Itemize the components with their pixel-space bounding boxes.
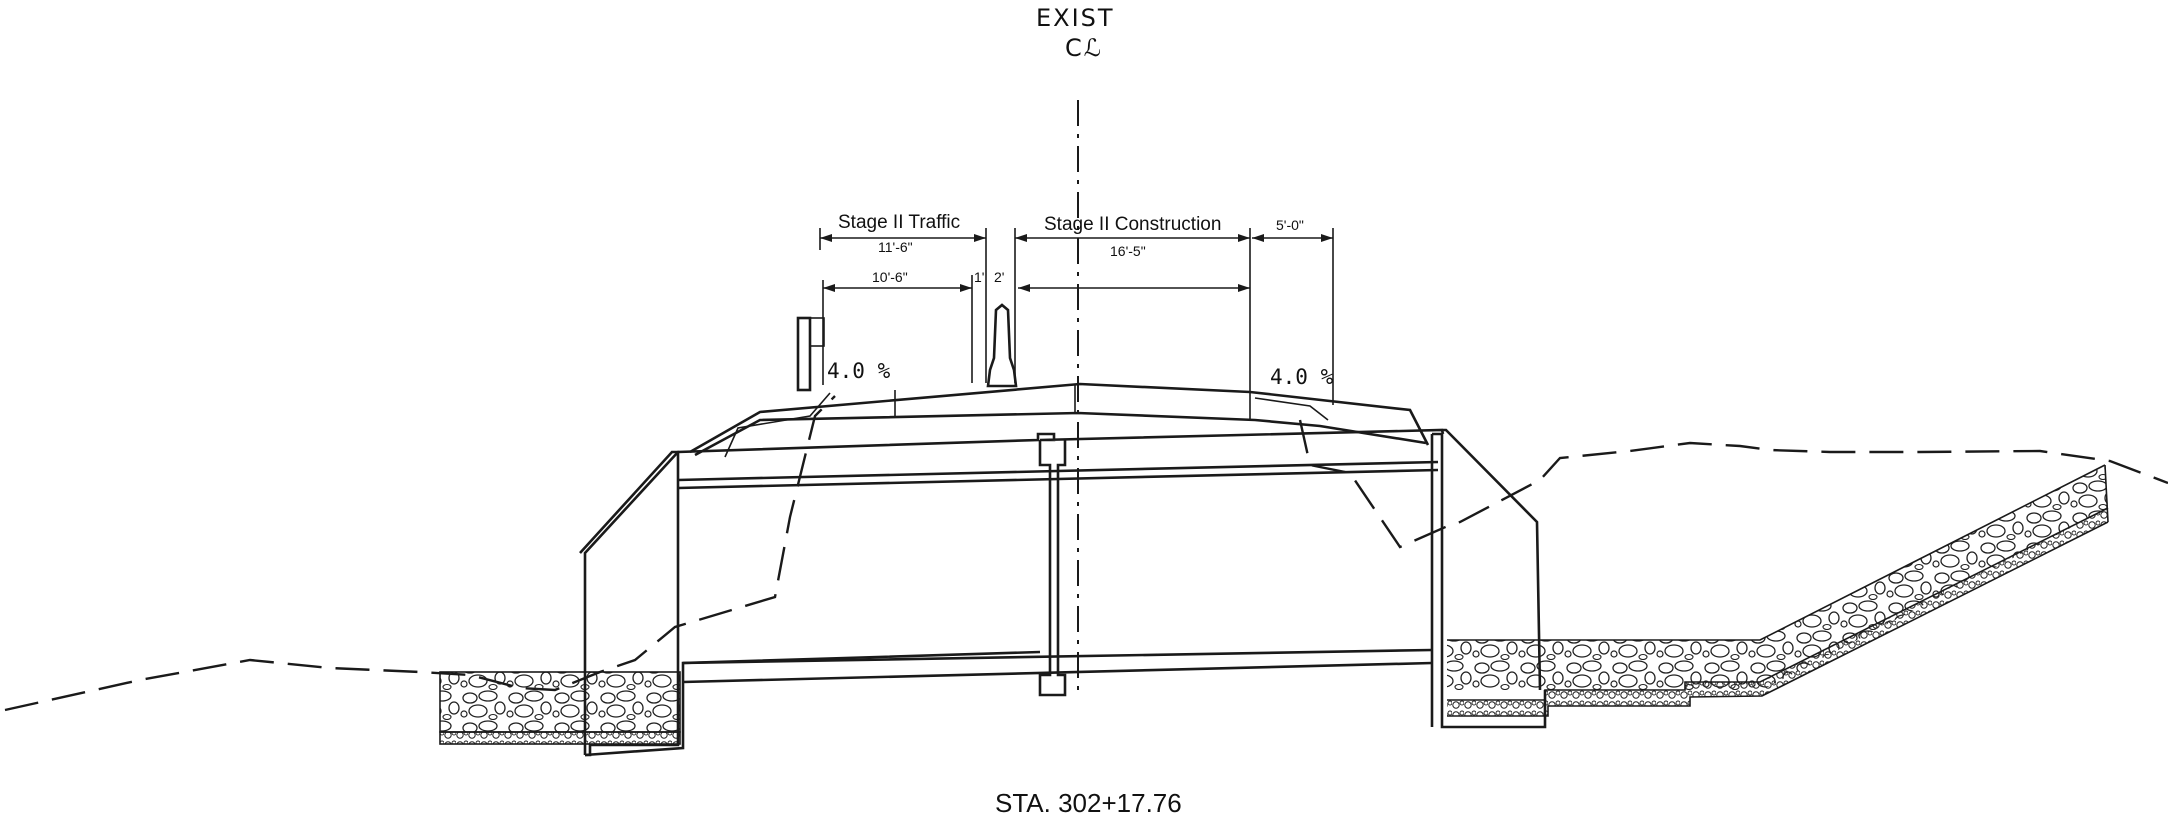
culvert-right-wall <box>1432 432 1547 729</box>
dim-arrow <box>1252 234 1264 242</box>
dim-arrow <box>1018 284 1030 292</box>
dim-arrow <box>1321 234 1333 242</box>
pavement-inner-right <box>1254 397 1329 421</box>
stage2-traffic-title: Stage II Traffic <box>838 212 960 233</box>
dim-arrow <box>1238 234 1250 242</box>
dim-arrow <box>820 234 832 242</box>
riprap-right-top <box>1447 464 2106 641</box>
bedding-left <box>440 732 680 744</box>
slope-left: 4.0 % <box>827 359 891 383</box>
riprap-right <box>1447 465 2108 690</box>
centerline-symbol: Cℒ <box>1065 34 1103 62</box>
guardrail-post <box>796 316 812 392</box>
left-footing <box>584 650 1041 757</box>
existing-ground-right <box>1298 419 2168 549</box>
dim-arrow <box>974 234 986 242</box>
center-wall <box>1038 440 1067 697</box>
bedding-left-outline <box>439 731 681 745</box>
dim-arrow <box>960 284 972 292</box>
roadway-surface <box>689 382 1430 454</box>
dim-arrow <box>1015 234 1027 242</box>
pavement-inner <box>724 392 831 458</box>
dim-arrow <box>823 284 835 292</box>
bedding-right <box>1447 508 2108 716</box>
stage2-traffic-value: 11'-6" <box>878 239 913 255</box>
culvert-outer-left <box>583 428 1445 755</box>
station-label: STA. 302+17.76 <box>995 788 1182 818</box>
shoulder-value: 5'-0" <box>1276 217 1304 233</box>
bedding-right-bottom <box>1447 521 2109 717</box>
riprap-right-end <box>2104 464 2109 523</box>
temporary-barrier <box>986 303 1018 388</box>
dim-arrow <box>1238 284 1250 292</box>
centerline-exist-label: EXIST <box>1036 4 1115 32</box>
lane-value: 10'-6" <box>872 269 908 285</box>
stage2-construction-value: 16'-5" <box>1110 243 1146 259</box>
barrier-value: 2' <box>994 269 1004 285</box>
slope-right: 4.0 % <box>1270 365 1334 389</box>
offset-value: 1' <box>974 269 984 285</box>
stage2-construction-title: Stage II Construction <box>1044 214 1221 235</box>
guardrail-rail <box>809 317 825 347</box>
right-wingwall <box>1443 428 1542 691</box>
riprap-left <box>440 672 680 732</box>
